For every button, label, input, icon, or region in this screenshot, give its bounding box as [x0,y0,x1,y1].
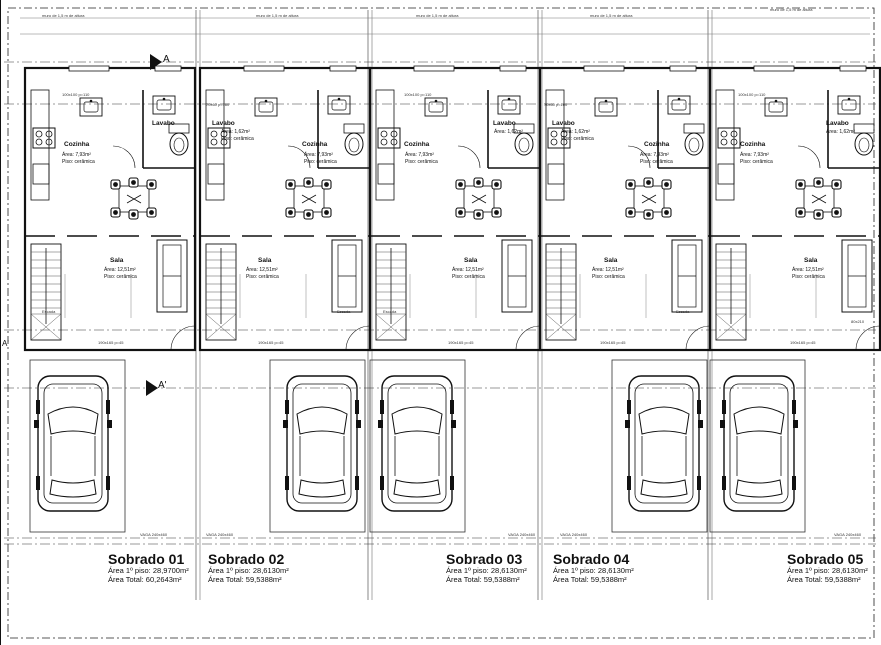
room-area: Área: 1,62m² [221,129,250,135]
room-floor: Piso: cerâmica [792,274,825,280]
room-area: Área: 1,62m² [826,129,855,135]
unit-floor1-area: Área 1º piso: 28,6130m² [208,566,289,575]
unit-title-block: Sobrado 05 Área 1º piso: 28,6130m² Área … [787,552,868,584]
door-label: 190x165 p=45 [448,340,474,345]
wall-label: muro de 1,5 m de altura [590,13,633,18]
room-name-sala: Sala [604,257,618,264]
room-floor: Piso: cerâmica [640,159,673,165]
room-name-sala: Sala [464,257,478,264]
unit-floor1-area: Área 1º piso: 28,6130m² [787,566,868,575]
parking-label: VAGA 240x460 [560,532,588,537]
room-area: Área: 12,51m² [246,267,278,273]
unit-title-block: Sobrado 01 Área 1º piso: 28,9700m² Área … [108,552,189,584]
parking-label: VAGA 240x460 [834,532,862,537]
room-floor: Piso: cerâmica [62,159,95,165]
unit-title: Sobrado 05 [787,551,864,567]
door-label: 190x165 p=45 [790,340,816,345]
room-name-cozinha: Cozinha [64,141,90,148]
unit-total-area: Área Total: 59,5388m² [208,575,282,584]
unit-total-area: Área Total: 59,5388m² [553,575,627,584]
room-name-lavabo: Lavabo [152,120,175,127]
unit-title: Sobrado 02 [208,551,285,567]
unit-floor1-area: Área 1º piso: 28,6130m² [446,566,527,575]
room-name-sala: Sala [804,257,818,264]
window-label: 70x60 p=160 [206,102,230,107]
parking-label: VAGA 240x460 [140,532,168,537]
room-name-lavabo: Lavabo [493,120,516,127]
wall-label: muro de 1,5 m de altura [42,13,85,18]
wall-label: muro de 1,5 m de altura [416,13,459,18]
stair-label: Escada [337,309,351,314]
unit-title-block: Sobrado 03 Área 1º piso: 28,6130m² Área … [446,552,527,584]
window-label: 70x60 p=160 [544,102,568,107]
wall-label: muro de 1,5 m de altura [770,7,813,12]
unit-title: Sobrado 03 [446,551,523,567]
door-label: 190x165 p=45 [98,340,124,345]
room-name-cozinha: Cozinha [404,141,430,148]
room-floor: Piso: cerâmica [304,159,337,165]
room-area: Área: 1,62m² [561,129,590,135]
room-floor: Piso: cerâmica [405,159,438,165]
room-floor: Piso: cerâmica [221,136,254,142]
room-area: Área: 7,93m² [640,152,669,158]
room-floor: Piso: cerâmica [246,274,279,280]
window-label: 100x100 p=110 [404,92,432,97]
room-area: Área: 7,93m² [405,152,434,158]
unit-total-area: Área Total: 60,2643m² [108,575,182,584]
room-name-sala: Sala [258,257,272,264]
room-name-lavabo: Lavabo [552,120,575,127]
door-label: 190x165 p=45 [600,340,626,345]
section-marker: A' [2,339,9,348]
unit-title: Sobrado 04 [553,551,630,567]
unit-title: Sobrado 01 [108,551,185,567]
room-area: Área: 12,51m² [792,267,824,273]
room-area: Área: 7,93m² [740,152,769,158]
section-marker: A' [158,380,167,391]
parking-label: VAGA 240x460 [206,532,234,537]
room-area: Área: 7,93m² [62,152,91,158]
room-area: Área: 12,51m² [452,267,484,273]
unit-title-block: Sobrado 02 Área 1º piso: 28,6130m² Área … [208,552,289,584]
room-floor: Piso: cerâmica [740,159,773,165]
door-label: 190x165 p=45 [258,340,284,345]
window-label: 100x100 p=110 [738,92,766,97]
door-side-label: 80x210 [851,319,865,324]
unit-floor1-area: Área 1º piso: 28,6130m² [553,566,634,575]
window-label: 100x100 p=110 [62,92,90,97]
room-floor: Piso: cerâmica [104,274,137,280]
section-marker: A [163,54,170,65]
stair-label: Escada [676,309,690,314]
room-name-sala: Sala [110,257,124,264]
room-area: Área: 12,51m² [592,267,624,273]
room-name-cozinha: Cozinha [302,141,328,148]
room-area: Área: 7,93m² [304,152,333,158]
parking-label: VAGA 240x460 [508,532,536,537]
unit-total-area: Área Total: 59,5388m² [787,575,861,584]
room-area: Área: 12,51m² [104,267,136,273]
unit-title-block: Sobrado 04 Área 1º piso: 28,6130m² Área … [553,552,634,584]
unit-floor1-area: Área 1º piso: 28,9700m² [108,566,189,575]
room-name-lavabo: Lavabo [826,120,849,127]
stair-label: Escada [383,309,397,314]
room-name-cozinha: Cozinha [740,141,766,148]
wall-label: muro de 1,5 m de altura [256,13,299,18]
stair-label: Escada [42,309,56,314]
room-area: Área: 1,62m² [494,129,523,135]
room-floor: Piso: cerâmica [592,274,625,280]
room-floor: Piso: cerâmica [561,136,594,142]
room-name-cozinha: Cozinha [644,141,670,148]
unit-total-area: Área Total: 59,5388m² [446,575,520,584]
room-floor: Piso: cerâmica [452,274,485,280]
room-name-lavabo: Lavabo [212,120,235,127]
